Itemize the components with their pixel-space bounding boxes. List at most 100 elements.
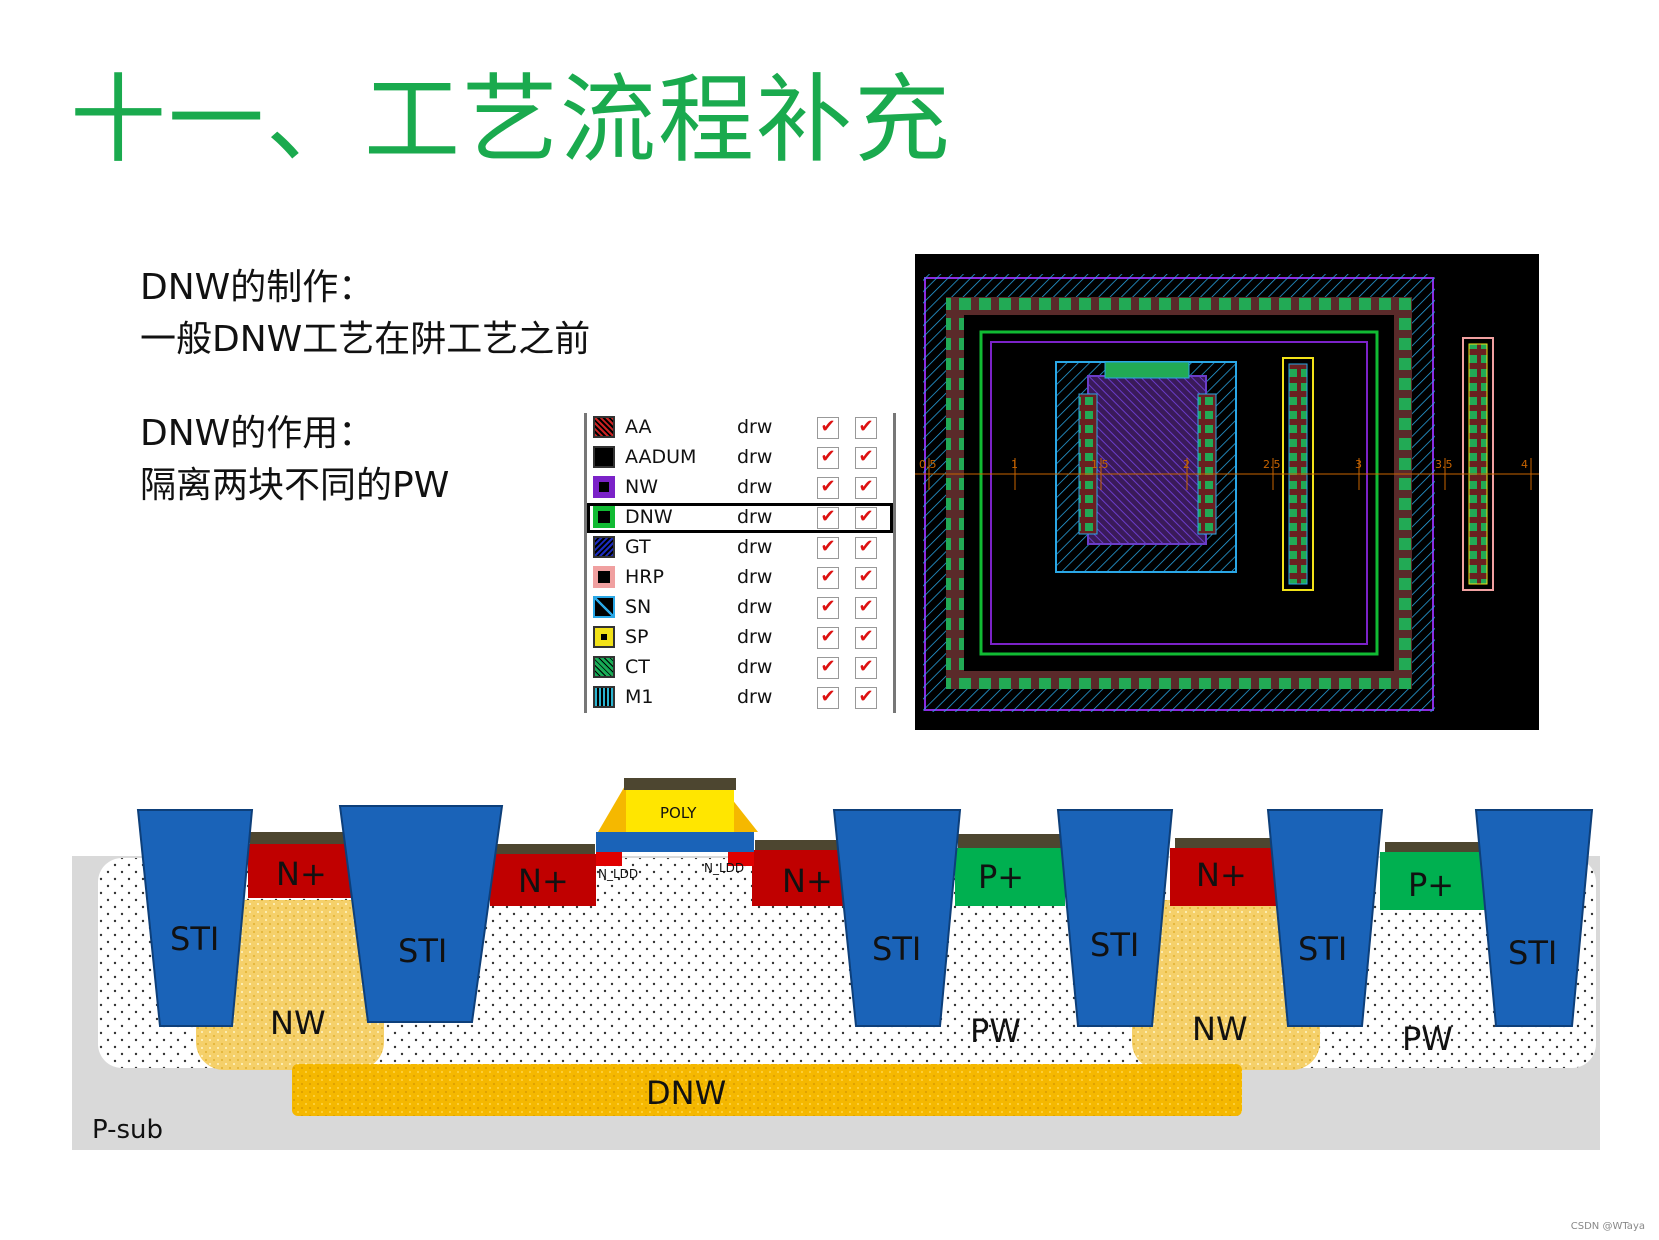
sti-trench bbox=[1266, 809, 1384, 1027]
dnw-function-desc: 隔离两块不同的PW bbox=[140, 465, 450, 506]
layer-purpose: drw bbox=[737, 626, 773, 648]
ldd-left-label: N_LDD bbox=[598, 867, 638, 881]
layer-purpose: drw bbox=[737, 536, 773, 558]
n-plus-label: N+ bbox=[782, 862, 833, 900]
layer-name: AADUM bbox=[625, 446, 697, 468]
layer-palette: AA drw ✔ ✔ AADUM drw ✔ ✔ NW drw ✔ ✔ DNW … bbox=[584, 413, 896, 713]
ruler-label: 1 bbox=[1011, 458, 1018, 471]
layer-row-hrp[interactable]: HRP drw ✔ ✔ bbox=[587, 563, 893, 593]
n-plus-label: N+ bbox=[1196, 856, 1247, 894]
layer-row-gt[interactable]: GT drw ✔ ✔ bbox=[587, 533, 893, 563]
sti-trench bbox=[1474, 809, 1594, 1027]
layer-row-dnw[interactable]: DNW drw ✔ ✔ bbox=[587, 503, 893, 533]
layer-row-sn[interactable]: SN drw ✔ ✔ bbox=[587, 593, 893, 623]
layer-name: NW bbox=[625, 476, 658, 498]
sp-swatch-icon bbox=[593, 626, 615, 648]
silicide-cap bbox=[1175, 838, 1275, 848]
pw-label: PW bbox=[970, 1012, 1021, 1050]
layer-row-aadum[interactable]: AADUM drw ✔ ✔ bbox=[587, 443, 893, 473]
visible-checkbox[interactable]: ✔ bbox=[817, 567, 839, 589]
layer-name: DNW bbox=[625, 506, 673, 528]
selectable-checkbox[interactable]: ✔ bbox=[855, 537, 877, 559]
visible-checkbox[interactable]: ✔ bbox=[817, 447, 839, 469]
layer-purpose: drw bbox=[737, 416, 773, 438]
layer-name: HRP bbox=[625, 566, 664, 588]
n-plus-label: N+ bbox=[276, 855, 327, 893]
layer-purpose: drw bbox=[737, 686, 773, 708]
visible-checkbox[interactable]: ✔ bbox=[817, 537, 839, 559]
cross-section-diagram: POLY N_LDD N_LDD N+ N+ N+ P+ N+ P+ STI S… bbox=[0, 750, 1659, 1170]
gate-oxide bbox=[596, 832, 754, 852]
inner-nw-outline bbox=[990, 341, 1368, 645]
selectable-checkbox[interactable]: ✔ bbox=[855, 507, 877, 529]
layout-canvas: 0.5 1 1.5 2 2.5 3 3.5 4 bbox=[915, 274, 1539, 712]
visible-checkbox[interactable]: ✔ bbox=[817, 477, 839, 499]
selectable-checkbox[interactable]: ✔ bbox=[855, 687, 877, 709]
layer-purpose: drw bbox=[737, 596, 773, 618]
gate-contact bbox=[1104, 361, 1190, 379]
drain-contacts bbox=[1197, 393, 1217, 535]
ruler-label: 2 bbox=[1183, 458, 1190, 471]
layer-name: SN bbox=[625, 596, 652, 618]
visible-checkbox[interactable]: ✔ bbox=[817, 627, 839, 649]
layer-purpose: drw bbox=[737, 446, 773, 468]
sti-trench bbox=[136, 809, 254, 1027]
dnw-label: DNW bbox=[646, 1074, 726, 1112]
strip-2-outline bbox=[1462, 337, 1494, 591]
n-plus-region bbox=[248, 844, 354, 898]
sti-label: STI bbox=[1508, 934, 1557, 972]
layer-purpose: drw bbox=[737, 656, 773, 678]
layer-row-m1[interactable]: M1 drw ✔ ✔ bbox=[587, 683, 893, 713]
page-title: 十一、工艺流程补充 bbox=[70, 64, 952, 176]
visible-checkbox[interactable]: ✔ bbox=[817, 417, 839, 439]
selectable-checkbox[interactable]: ✔ bbox=[855, 627, 877, 649]
selectable-checkbox[interactable]: ✔ bbox=[855, 597, 877, 619]
visible-checkbox[interactable]: ✔ bbox=[817, 687, 839, 709]
poly-silicide bbox=[624, 778, 736, 790]
dnw-outline bbox=[979, 330, 1379, 656]
n-plus-region bbox=[490, 854, 596, 906]
dnw-swatch-icon bbox=[593, 506, 615, 528]
nw-label: NW bbox=[1192, 1010, 1248, 1048]
visible-checkbox[interactable]: ✔ bbox=[817, 507, 839, 529]
hrp-swatch-icon bbox=[593, 566, 615, 588]
selectable-checkbox[interactable]: ✔ bbox=[855, 477, 877, 499]
dnw-function-heading: DNW的作用： bbox=[140, 413, 375, 454]
layer-row-aa[interactable]: AA drw ✔ ✔ bbox=[587, 413, 893, 443]
ruler-label: 3 bbox=[1355, 458, 1362, 471]
sti-label: STI bbox=[398, 932, 447, 970]
m1-swatch-icon bbox=[593, 686, 615, 708]
gate-hatch bbox=[1088, 376, 1206, 544]
aa-swatch-icon bbox=[593, 416, 615, 438]
pw-label: PW bbox=[1402, 1020, 1453, 1058]
selectable-checkbox[interactable]: ✔ bbox=[855, 447, 877, 469]
gt-swatch-icon bbox=[593, 536, 615, 558]
poly-label: POLY bbox=[660, 804, 697, 822]
ldd-left bbox=[596, 852, 622, 866]
layer-name: GT bbox=[625, 536, 651, 558]
layer-name: AA bbox=[625, 416, 652, 438]
aadum-swatch-icon bbox=[593, 446, 615, 468]
visible-checkbox[interactable]: ✔ bbox=[817, 657, 839, 679]
selectable-checkbox[interactable]: ✔ bbox=[855, 657, 877, 679]
dnw-fabrication-block: DNW的制作： 一般DNW工艺在阱工艺之前 bbox=[140, 262, 590, 366]
visible-checkbox[interactable]: ✔ bbox=[817, 597, 839, 619]
ldd-right-label: N_LDD bbox=[704, 861, 744, 875]
selectable-checkbox[interactable]: ✔ bbox=[855, 567, 877, 589]
p-plus-label: P+ bbox=[978, 858, 1024, 896]
layer-row-ct[interactable]: CT drw ✔ ✔ bbox=[587, 653, 893, 683]
layer-name: M1 bbox=[625, 686, 654, 708]
layer-row-sp[interactable]: SP drw ✔ ✔ bbox=[587, 623, 893, 653]
layer-row-nw[interactable]: NW drw ✔ ✔ bbox=[587, 473, 893, 503]
selectable-checkbox[interactable]: ✔ bbox=[855, 417, 877, 439]
sti-label: STI bbox=[170, 920, 219, 958]
layout-view[interactable]: 0.5 1 1.5 2 2.5 3 3.5 4 bbox=[915, 254, 1539, 730]
p-plus-label: P+ bbox=[1408, 866, 1454, 904]
source-contacts bbox=[1078, 393, 1098, 535]
silicide-cap bbox=[755, 840, 855, 850]
ruler-label: 2.5 bbox=[1263, 458, 1281, 471]
nw-region-right bbox=[1132, 900, 1320, 1070]
ruler-label: 3.5 bbox=[1435, 458, 1453, 471]
p-plus-region bbox=[955, 848, 1065, 906]
cross-section-canvas: POLY N_LDD N_LDD N+ N+ N+ P+ N+ P+ STI S… bbox=[72, 778, 1600, 1150]
